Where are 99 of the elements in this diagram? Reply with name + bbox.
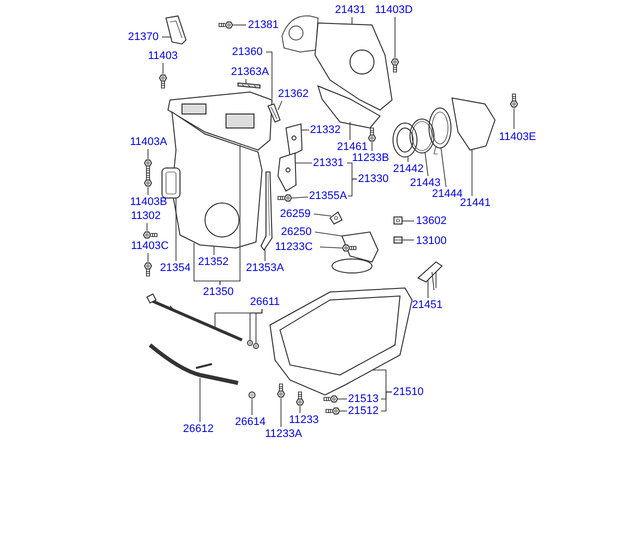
bolt [296,392,304,406]
part-number: 21441 [460,197,491,209]
part-number: 11403A [130,136,168,148]
part-number: 21362 [278,88,309,100]
leader-line [402,220,414,222]
seal-ring [410,118,434,154]
leader-line [314,232,342,236]
part-number: 21354 [160,262,191,274]
leader-line [266,52,272,100]
bracket [417,261,443,290]
part-number: 21355A [309,190,347,202]
leader-line [440,148,446,188]
part-number: 11302 [131,210,161,222]
oil-strainer [332,231,379,274]
part-number: 26612 [183,423,214,435]
gasket-strip [238,82,260,89]
part-number: 21444 [432,188,463,200]
part-number: 21363A [231,66,269,78]
leader-line [232,24,246,26]
part-number: 21431 [335,4,366,16]
seal-retainer [451,97,496,151]
oil-seal [392,122,418,158]
leader-line [424,152,428,176]
part-number: 11403C [131,240,169,252]
bolt [276,384,286,398]
bracket [285,123,303,157]
leader-line [348,178,358,196]
o-ring [247,340,253,346]
bolt [218,22,234,28]
part-number: 21442 [393,163,424,175]
part-number: 11233C [275,241,313,253]
part-number: 21461 [337,141,368,153]
leader-line [340,410,348,412]
part-number: 21443 [410,177,441,189]
leader-line [162,36,172,38]
bolt [326,408,340,414]
bracket [277,152,296,192]
part-number: 11403B [130,196,168,208]
leader-line [146,222,148,232]
part-number: 26259 [280,208,311,220]
leader-line [220,144,240,286]
part-number: 26614 [235,416,266,428]
nut [394,216,402,224]
part-number: 11233 [289,414,319,426]
bolt [158,74,168,88]
part-number: 21360 [232,46,263,58]
leader-line [292,196,308,198]
part-number: 21331 [313,157,344,169]
leader-line [280,398,282,428]
part-number: 21370 [128,31,159,43]
part-number: 11233B [352,152,390,164]
clip [267,103,281,123]
o-ring [253,343,259,349]
bolt [390,58,400,72]
leader-line [394,16,396,58]
part-number: 11403 [148,50,178,62]
part-number: 26611 [250,296,280,308]
leader-line [338,398,348,400]
part-number: 11233A [265,428,302,440]
o-ring [248,392,256,398]
leader-line [256,308,262,344]
bracket [165,15,187,45]
gasket [428,108,452,154]
bolt [368,128,376,142]
leader-line [278,100,282,110]
part-number: 21350 [203,286,234,298]
part-number: 21512 [348,405,379,417]
part-number: 21451 [412,299,443,311]
part-number: 21381 [248,19,279,31]
gasket [162,168,180,198]
leader-line [162,62,164,74]
part-number: 21510 [393,386,424,398]
bolt [278,194,292,202]
leader-line [294,162,312,164]
guide-tube [148,343,238,385]
part-number: 26250 [281,226,312,238]
leader-line [264,248,266,262]
bolt [142,232,158,238]
bolt [510,94,518,108]
leader-line [380,392,392,412]
bolt [144,262,152,276]
drain-plug [324,396,338,402]
bolt [144,172,152,186]
leader-line [314,214,332,216]
gasket [329,211,343,225]
rod [260,172,272,251]
part-number: 21513 [348,393,379,405]
part-number: 11403D [375,4,413,16]
bolt [342,244,356,252]
washer [394,236,402,244]
bolt [144,160,152,174]
part-number: 21330 [358,173,389,185]
part-number: 13100 [416,235,447,247]
leader-line [320,246,342,248]
part-number: 21352 [198,256,229,268]
part-number: 11403E [499,131,536,143]
part-number: 21353A [246,262,284,274]
part-number: 13602 [416,215,447,227]
part-number: 21332 [310,124,341,136]
